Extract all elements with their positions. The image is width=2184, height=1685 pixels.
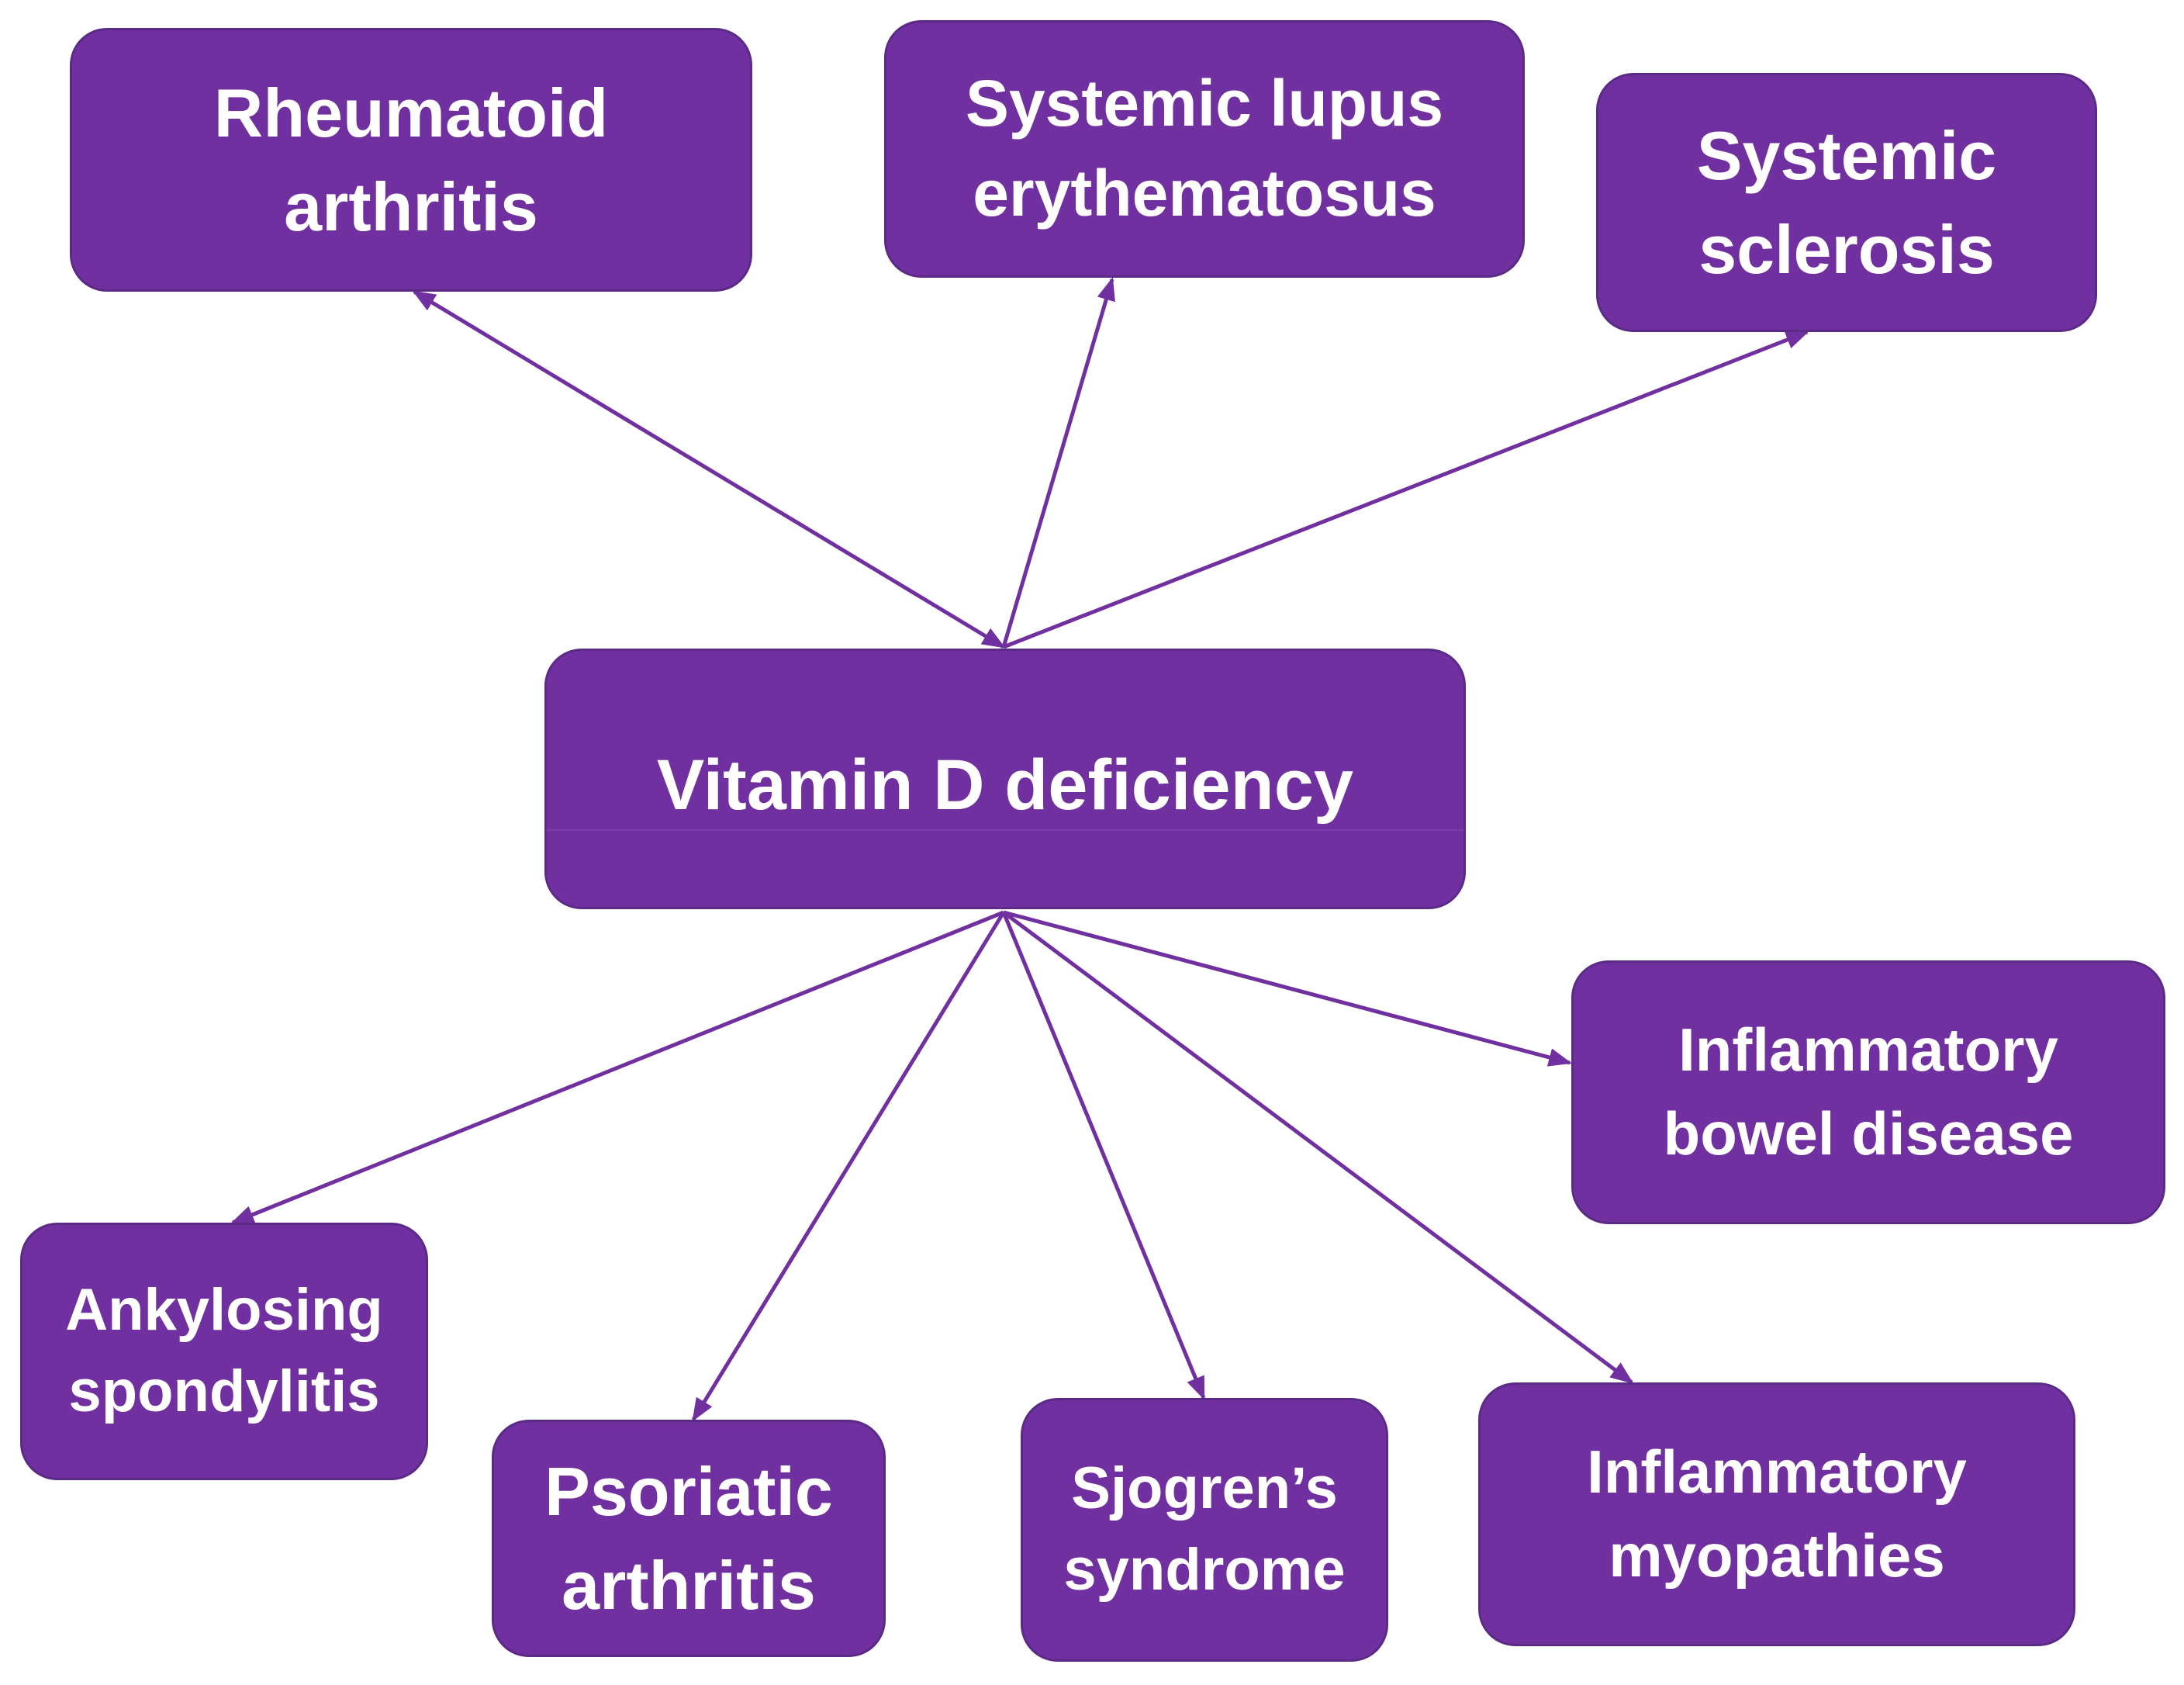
systemic-lupus-erythematosus-label: Systemic lupus erythematosus (965, 67, 1444, 230)
systemic-lupus-erythematosus-node: Systemic lupus erythematosus (884, 20, 1525, 278)
vitamin-d-deficiency-label: Vitamin D deficiency (656, 746, 1354, 825)
psoriatic-arthritis-label: Psoriatic arthritis (544, 1452, 833, 1624)
systemic-sclerosis-node: Systemic sclerosis (1596, 73, 2097, 332)
vitamin-d-deficiency-node: Vitamin D deficiency (544, 649, 1466, 909)
inflammatory-bowel-disease-node: Inflammatory bowel disease (1571, 960, 2165, 1224)
sjogrens-syndrome-label: Sjogren’s syndrome (1063, 1455, 1346, 1603)
arrow-to-systemic-sclerosis (1003, 330, 1809, 649)
arrow-to-inflammatory-myopathies (1002, 910, 1634, 1385)
systemic-sclerosis-label: Systemic sclerosis (1696, 116, 1997, 288)
ankylosing-spondylitis-label: Ankylosing spondylitis (65, 1277, 383, 1424)
inflammatory-myopathies-node: Inflammatory myopathies (1478, 1382, 2075, 1646)
rheumatoid-arthritis-node: Rheumatoid arthritis (70, 28, 752, 292)
arrow-to-rheumatoid-arthritis (412, 289, 1006, 649)
arrow-to-systemic-lupus-erythematosus (1001, 277, 1115, 648)
psoriatic-arthritis-node: Psoriatic arthritis (492, 1420, 886, 1657)
inflammatory-bowel-disease-label: Inflammatory bowel disease (1663, 1015, 2074, 1168)
arrow-to-ankylosing-spondylitis (230, 910, 1004, 1225)
sjogrens-syndrome-node: Sjogren’s syndrome (1021, 1398, 1388, 1662)
ankylosing-spondylitis-node: Ankylosing spondylitis (20, 1223, 428, 1480)
arrow-to-psoriatic-arthritis (691, 911, 1006, 1422)
inflammatory-myopathies-label: Inflammatory myopathies (1587, 1438, 1967, 1590)
arrow-to-inflammatory-bowel-disease (1003, 910, 1572, 1067)
arrow-to-sjogrens-syndrome (1001, 912, 1206, 1400)
rheumatoid-arthritis-label: Rheumatoid arthritis (213, 74, 609, 245)
